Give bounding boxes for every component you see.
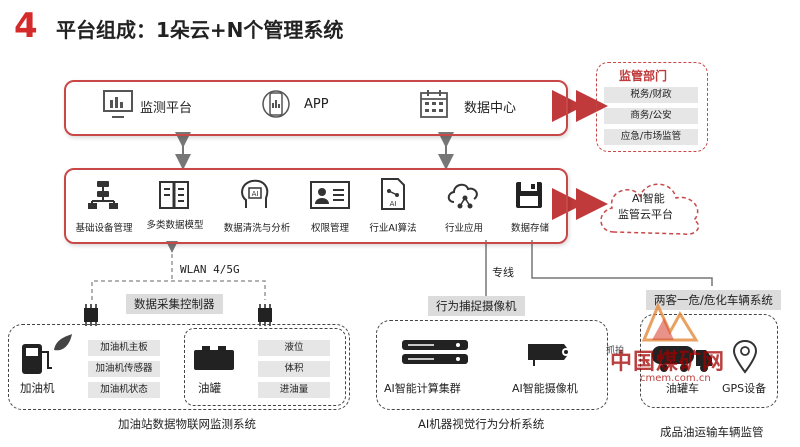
vehicle-system-box	[640, 314, 778, 408]
ai-cloud-line2: 监管云平台	[618, 208, 673, 221]
tank-label: 油罐	[198, 381, 221, 395]
ai-cloud-line1: AI智能	[632, 192, 665, 205]
tanker-label: 油罐车	[666, 382, 699, 395]
security-camera-icon	[528, 344, 570, 366]
storage-disk-icon	[516, 182, 542, 208]
server-cluster-icon	[402, 340, 468, 364]
ai-camera-label: AI智能摄像机	[512, 382, 578, 395]
tanker-truck-icon	[652, 346, 712, 372]
gas-station-system-box	[8, 324, 350, 410]
behavior-camera-tag: 行为捕捉摄像机	[428, 296, 525, 316]
tank-item-level: 液位	[258, 340, 330, 356]
module-label-model: 多类数据模型	[146, 220, 204, 231]
watermark-logo	[641, 302, 699, 342]
modules-box	[64, 168, 568, 244]
gps-pin-icon	[732, 340, 758, 374]
top-platform-box	[64, 80, 568, 136]
dispenser-label: 加油机	[20, 381, 55, 395]
module-label-cleaning: 数据清洗与分析	[223, 223, 291, 234]
module-label-storage: 数据存储	[510, 223, 549, 234]
data-center-label: 数据中心	[464, 101, 517, 116]
dispenser-item-mainboard: 加油机主板	[88, 340, 160, 356]
module-label-device: 基础设备管理	[75, 223, 133, 234]
module-label-permission: 权限管理	[310, 223, 349, 234]
tank-item-volume: 体积	[258, 361, 330, 377]
algorithm-doc-icon: AI	[381, 178, 405, 210]
dedicated-line-label: 专线	[492, 266, 514, 279]
cloud-icon	[600, 183, 700, 235]
data-controller-tag: 数据采集控制器	[126, 294, 223, 314]
dept-tax: 税务/财政	[604, 87, 698, 103]
app-label: APP	[304, 97, 329, 112]
chip-icon-right	[258, 304, 272, 326]
svg-text:AI: AI	[390, 200, 397, 208]
phone-icon	[262, 90, 290, 118]
fuel-pump-icon	[22, 334, 72, 374]
wlan-label: WLAN 4/5G	[180, 263, 240, 276]
ai-head-icon: AI	[241, 179, 269, 208]
section-number: 4	[14, 6, 38, 46]
vision-caption: AI机器视觉行为分析系统	[418, 417, 545, 431]
watermark-tag: 抓拍	[606, 346, 625, 356]
oil-tank-icon	[194, 346, 234, 370]
data-model-icon	[159, 181, 189, 209]
gas-station-caption: 加油站数据物联网监测系统	[118, 417, 256, 431]
watermark-brand: 中国煤矿网	[610, 350, 726, 375]
svg-text:AI: AI	[252, 190, 259, 198]
monitor-platform-label: 监测平台	[140, 101, 193, 116]
dispenser-item-sensor: 加油机传感器	[88, 361, 160, 377]
vehicle-caption: 成品油运输车辆监管	[660, 425, 764, 439]
data-center-icon	[420, 90, 448, 118]
vehicle-system-tag: 两客一危/危化车辆系统	[646, 290, 781, 310]
monitor-icon	[103, 90, 133, 118]
cloud-network-icon	[447, 183, 478, 209]
supervision-title: 监管部门	[619, 69, 668, 83]
module-label-application: 行业应用	[444, 223, 483, 234]
dispenser-item-status: 加油机状态	[88, 382, 160, 398]
supervision-box	[596, 62, 708, 152]
watermark-url: cmem.com.cn	[640, 373, 711, 384]
permission-icon	[310, 181, 350, 209]
vision-system-box	[376, 320, 608, 410]
gps-label: GPS设备	[722, 382, 767, 395]
dept-emergency: 应急/市场监管	[604, 129, 698, 145]
dept-commerce: 商务/公安	[604, 108, 698, 124]
page-title: 平台组成：1朵云+N个管理系统	[56, 18, 344, 42]
module-label-algorithm: 行业AI算法	[369, 223, 417, 234]
device-management-icon	[88, 181, 118, 209]
vehicle-line	[531, 240, 713, 286]
tank-sub-box	[184, 328, 346, 406]
chip-icon-left	[84, 304, 98, 326]
controller-links	[91, 280, 266, 300]
tank-item-intake: 进油量	[258, 382, 330, 398]
ai-cluster-label: AI智能计算集群	[384, 382, 461, 395]
